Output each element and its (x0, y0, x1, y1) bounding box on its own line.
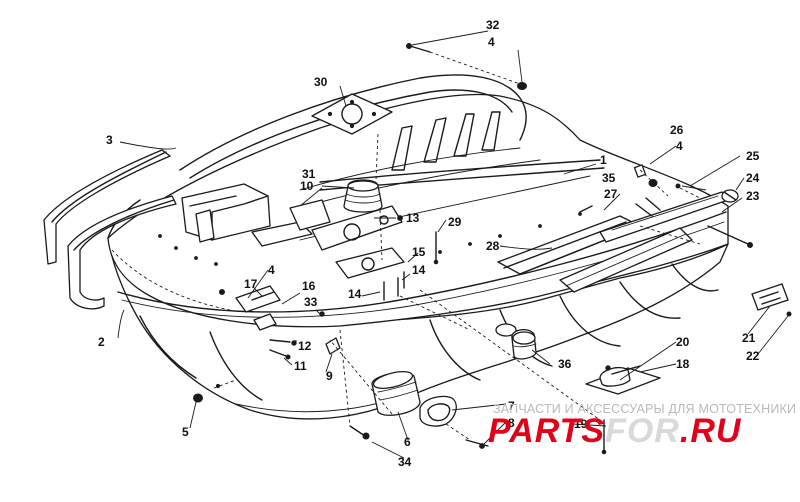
callout-29: 29 (448, 215, 462, 229)
callout-26: 26 (670, 123, 684, 137)
callout-14-right: 14 (412, 263, 426, 277)
callout-23: 23 (746, 189, 760, 203)
callout-7: 7 (508, 399, 515, 413)
callout-20: 20 (676, 335, 690, 349)
leader-lines (117, 30, 789, 459)
rivet-row (158, 212, 582, 266)
callout-3: 3 (106, 133, 113, 147)
callout-16: 16 (302, 279, 316, 293)
part-30-plate (311, 93, 393, 135)
callout-27: 27 (604, 187, 618, 201)
callout-34: 34 (398, 455, 412, 469)
part-16-clip (253, 313, 277, 331)
callout-22: 22 (746, 349, 760, 363)
callout-5: 5 (182, 425, 189, 439)
callout-14-left: 14 (348, 287, 362, 301)
callout-31: 31 (302, 167, 316, 181)
part-18-bracket (585, 365, 661, 395)
callout-9: 9 (326, 369, 333, 383)
callout-28: 28 (486, 239, 500, 253)
part-21-reflector (751, 283, 789, 311)
part-31-boot (343, 179, 383, 213)
part-24-plug (721, 189, 739, 203)
callout-4-top: 4 (488, 35, 495, 49)
part-36-grommet (495, 323, 537, 360)
callout-30: 30 (314, 75, 328, 89)
callout-15: 15 (412, 245, 426, 259)
logo-parts: PARTS (488, 412, 606, 450)
callout-17: 17 (244, 277, 258, 291)
callout-11: 11 (294, 359, 307, 373)
callout-13: 13 (406, 211, 420, 225)
callout-18: 18 (676, 357, 690, 371)
callout-21: 21 (742, 331, 756, 345)
callout-33: 33 (304, 295, 318, 309)
part-7-gasket (419, 395, 457, 427)
logo-tld: .RU (679, 412, 742, 450)
callout-36: 36 (558, 357, 572, 371)
callout-6: 6 (404, 435, 411, 449)
hardware (193, 43, 792, 455)
bumper-parts (43, 149, 177, 310)
callout-8: 8 (508, 416, 515, 430)
belly-pan-body (107, 74, 729, 420)
callout-10: 10 (300, 179, 314, 193)
watermark-logo: PARTSFOR.RU (488, 412, 741, 451)
callout-35: 35 (602, 171, 616, 185)
callout-4-left: 4 (268, 263, 275, 277)
callout-12: 12 (298, 339, 312, 353)
deck-interior (158, 111, 729, 293)
callout-19: 19 (574, 417, 588, 431)
callout-4-right: 4 (676, 139, 683, 153)
part-17-bracket (235, 285, 281, 313)
callout-32: 32 (486, 18, 500, 32)
logo-for: FOR (605, 412, 680, 450)
callout-1: 1 (600, 153, 607, 167)
callout-24: 24 (746, 171, 760, 185)
callout-25: 25 (746, 149, 760, 163)
callout-2: 2 (98, 335, 105, 349)
callout-labels: 32 4 30 3 26 4 25 1 31 35 24 10 27 23 13… (98, 18, 760, 469)
assembly-lines (213, 225, 701, 441)
watermark-tagline: ЗАПЧАСТИ И АКСЕССУАРЫ ДЛЯ МОТОТЕХНИКИ (493, 402, 797, 416)
